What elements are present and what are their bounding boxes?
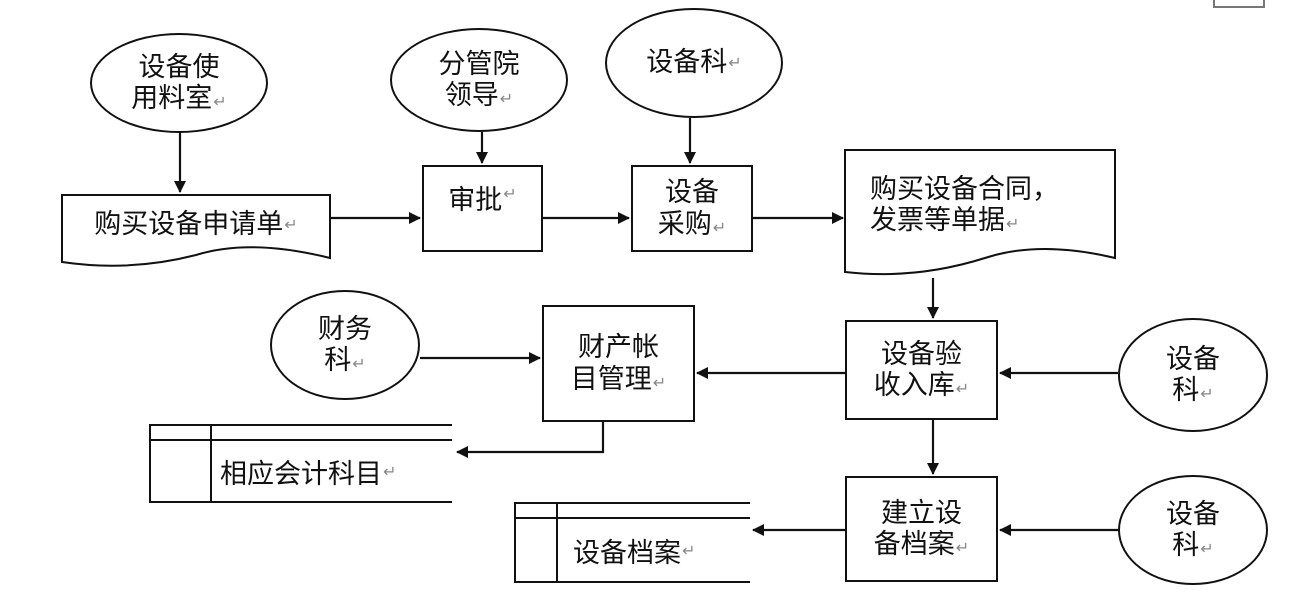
asset-ledger-box: 财产帐目管理↵ [542, 305, 695, 422]
equip-dept-top-ellipse: 设备科↵ [605, 8, 783, 118]
archive-line-2: 备档案 [873, 529, 955, 560]
approval-label: 审批 [448, 185, 503, 216]
archive-store-text: 设备档案 [573, 537, 681, 569]
equip-dept-mid-line-1: 设备 [1166, 343, 1220, 375]
contract-doc: 购买设备合同，发票等单据↵ [870, 173, 1059, 236]
contract-line-2: 发票等单据 [870, 205, 1005, 236]
approval-box: 审批↵ [422, 165, 543, 252]
dept-user-ellipse: 设备使用料室↵ [90, 33, 268, 133]
accounting-store-label: 相应会计科目↵ [220, 440, 396, 502]
equip-dept-top-label: 设备科 [646, 47, 728, 79]
purchase-box: 设备采购↵ [631, 165, 753, 252]
archive-line-1: 建立设 [881, 497, 962, 529]
dept-user-line-1: 设备使 [138, 51, 220, 83]
contract-line-1: 购买设备合同， [870, 173, 1059, 205]
equip-dept-mid-ellipse: 设备科↵ [1118, 318, 1268, 432]
asset-ledger-line-2: 目管理 [570, 363, 652, 395]
finance-line-1: 财务 [318, 313, 372, 345]
dept-user-line-2: 用料室 [131, 83, 213, 114]
corner-frame-fragment [1213, 0, 1265, 8]
acceptance-line-1: 设备验 [881, 338, 962, 370]
accounting-store-text: 相应会计科目 [220, 458, 382, 490]
equip-dept-mid-line-2: 科 [1172, 375, 1200, 406]
accounting-store-shape [149, 424, 452, 503]
finance-line-2: 科 [324, 345, 352, 376]
equip-dept-bottom-ellipse: 设备科↵ [1118, 475, 1268, 585]
leader-line-2: 领导 [444, 80, 499, 111]
archive-store-shape [514, 502, 750, 583]
equip-dept-bottom-line-1: 设备 [1166, 498, 1220, 530]
leader-ellipse: 分管院领导↵ [390, 28, 568, 132]
finance-ellipse: 财务科↵ [270, 290, 420, 400]
request-doc-shape [61, 194, 331, 267]
archive-box: 建立设备档案↵ [845, 476, 998, 582]
leader-line-1: 分管院 [438, 48, 520, 80]
purchase-line-2: 采购 [657, 208, 712, 240]
acceptance-box: 设备验收入库↵ [845, 320, 998, 420]
purchase-line-1: 设备 [665, 177, 719, 209]
equip-dept-bottom-line-2: 科 [1172, 530, 1200, 561]
request-doc: 购买设备申请单↵ [94, 209, 298, 241]
request-doc-label: 购买设备申请单 [94, 209, 284, 241]
asset-ledger-line-1: 财产帐 [578, 332, 659, 364]
contract-doc-shape [844, 149, 1116, 276]
arrow-ledger-to-accounting [456, 422, 605, 458]
acceptance-line-2: 收入库 [873, 370, 955, 401]
archive-store-label: 设备档案↵ [573, 518, 695, 582]
